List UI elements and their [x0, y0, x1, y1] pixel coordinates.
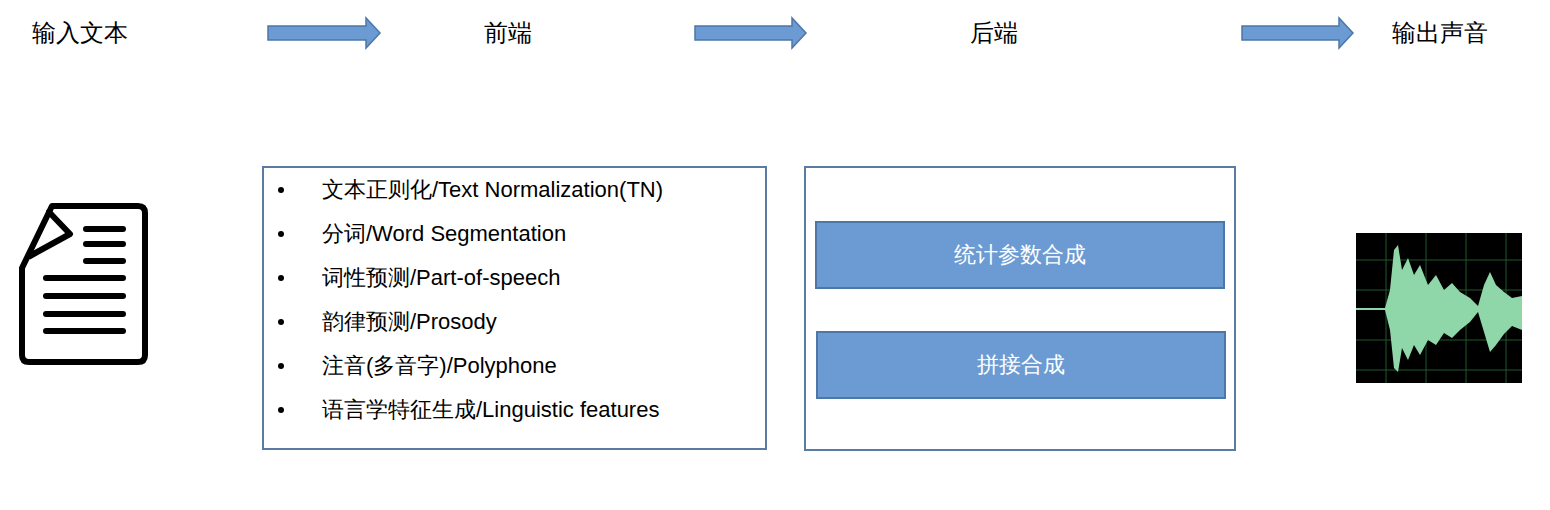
bullet-dot [278, 407, 284, 413]
flow-arrow [268, 18, 380, 48]
stage-label-text: 后端 [970, 16, 1018, 50]
box-label: 统计参数合成 [954, 242, 1086, 268]
stage-label-text: 前端 [484, 16, 532, 50]
list-item: 语言学特征生成/Linguistic features [322, 397, 765, 423]
list-item: 文本正则化/Text Normalization(TN) [322, 177, 765, 203]
flow-arrow [695, 18, 806, 48]
bullet-dot [278, 319, 284, 325]
backend-box: 统计参数合成拼接合成 [804, 166, 1236, 451]
list-item: 注音(多音字)/Polyphone [322, 353, 765, 379]
stage-label-text: 输出声音 [1392, 16, 1488, 50]
list-item: 分词/Word Segmentation [322, 221, 765, 247]
method-box: 统计参数合成 [815, 221, 1225, 289]
bullet-dot [278, 231, 284, 237]
stage-label-text: 输入文本 [32, 16, 128, 50]
flow-arrow [1242, 18, 1353, 48]
list-item: 词性预测/Part-of-speech [322, 265, 765, 291]
method-box: 拼接合成 [816, 331, 1226, 399]
stage-label: 输入文本 [20, 16, 268, 50]
list-item: 韵律预测/Prosody [322, 309, 765, 335]
stage-label: 前端 [380, 16, 695, 50]
document-icon [22, 206, 145, 362]
stage-label: 输出声音 [1353, 16, 1543, 50]
bullet-dot [278, 187, 284, 193]
stage-label: 后端 [806, 16, 1242, 50]
waveform-image [1356, 233, 1522, 383]
bullet-dot [278, 363, 284, 369]
box-label: 拼接合成 [977, 352, 1065, 378]
frontend-box: 文本正则化/Text Normalization(TN) 分词/Word Segm… [262, 166, 767, 450]
bullet-dot [278, 275, 284, 281]
